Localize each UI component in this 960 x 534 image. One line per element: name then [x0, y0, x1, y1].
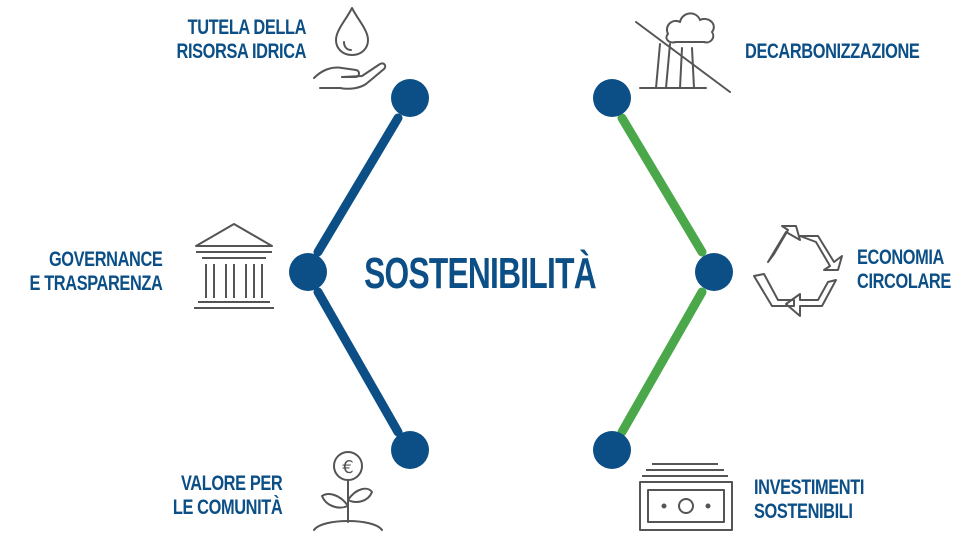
edge-lower-left: [313, 287, 403, 437]
topic-line: SOSTENIBILI: [754, 500, 853, 523]
edge-lower-right: [617, 287, 707, 437]
topic-line: DECARBONIZZAZIONE: [745, 40, 920, 63]
node-right: [695, 253, 733, 291]
topic-line: ECONOMIA: [857, 246, 944, 269]
euro-plant-icon: €: [313, 451, 383, 531]
topic-label-decarbonization: DECARBONIZZAZIONE: [745, 40, 920, 64]
factory-crossed-icon: [635, 12, 731, 93]
edge-upper-left: [313, 113, 403, 257]
center-title: SOSTENIBILITÀ: [364, 249, 596, 298]
node-bottom-left: [391, 431, 429, 469]
topic-label-sustainable-investments: INVESTIMENTI SOSTENIBILI: [754, 476, 864, 524]
institution-building-icon: [194, 223, 274, 309]
edge-upper-right: [617, 113, 707, 257]
topic-line: LE COMUNITÀ: [172, 496, 283, 519]
topic-line: RISORSA IDRICA: [176, 40, 306, 63]
topic-label-community-value: VALORE PER LE COMUNITÀ: [172, 472, 283, 520]
banknote-stack-icon: [639, 463, 733, 531]
topic-label-governance: GOVERNANCE E TRASPARENZA: [29, 248, 162, 296]
svg-text:€: €: [342, 457, 353, 478]
water-drop-hand-icon: [313, 7, 387, 90]
recycle-icon: [753, 225, 843, 317]
topic-label-circular-economy: ECONOMIA CIRCOLARE: [857, 246, 951, 294]
topic-line: VALORE PER: [180, 472, 283, 495]
node-bottom-right: [593, 431, 631, 469]
topic-line: CIRCOLARE: [857, 270, 951, 293]
node-left: [289, 253, 327, 291]
topic-line: INVESTIMENTI: [754, 476, 864, 499]
topic-line: TUTELA DELLA: [187, 16, 307, 39]
node-top-right: [593, 79, 631, 117]
topic-line: GOVERNANCE: [48, 248, 162, 271]
node-top-left: [391, 79, 429, 117]
topic-label-water: TUTELA DELLA RISORSA IDRICA: [176, 16, 306, 64]
topic-line: E TRASPARENZA: [29, 272, 162, 295]
